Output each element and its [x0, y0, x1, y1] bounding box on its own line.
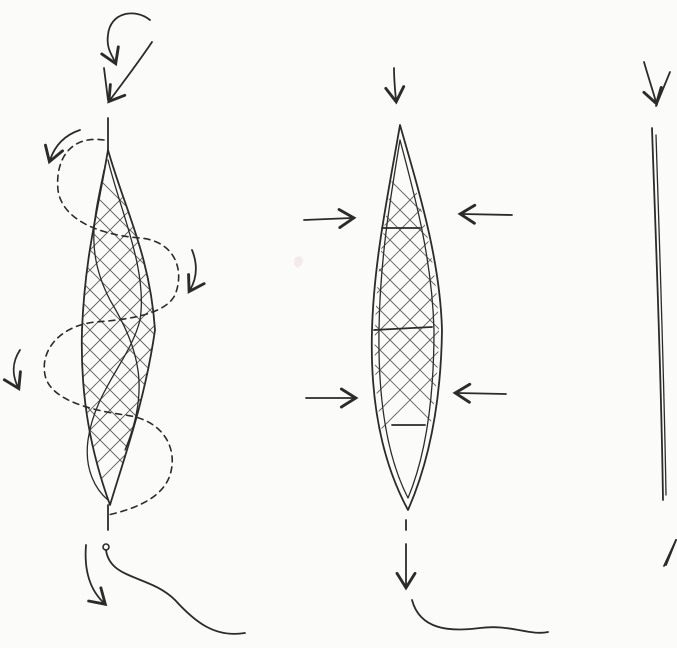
middle-tail-thread: [412, 600, 548, 633]
left-bottom-arrow: [86, 545, 104, 603]
left-top-diagonal-arrow: [110, 42, 152, 100]
middle-arrow-right-upper: [462, 214, 512, 215]
right-bottom-arrow-left: [664, 540, 676, 566]
right-line-panel: [644, 62, 676, 566]
paper-smudge: [294, 256, 303, 267]
left-top-vertical-tick: [104, 68, 108, 100]
left-inner-crossing-curve: [87, 160, 141, 500]
middle-top-arrow: [394, 68, 396, 100]
middle-spindle-outer: [372, 125, 442, 510]
right-top-arrow: [644, 62, 656, 102]
middle-arrow-right-lower: [457, 393, 506, 394]
middle-arrow-left-upper: [304, 218, 352, 220]
middle-spindle-panel: [304, 68, 548, 633]
left-curved-arrow-2: [190, 250, 196, 290]
left-tail-thread: [106, 550, 245, 634]
left-spindle-panel: [14, 13, 245, 634]
left-dashed-spiral: [44, 139, 178, 515]
right-top-slash: [656, 72, 670, 106]
left-curved-arrow-3: [14, 350, 20, 387]
left-bottom-knot: [103, 544, 109, 550]
left-spindle-hatching: [40, 120, 200, 540]
